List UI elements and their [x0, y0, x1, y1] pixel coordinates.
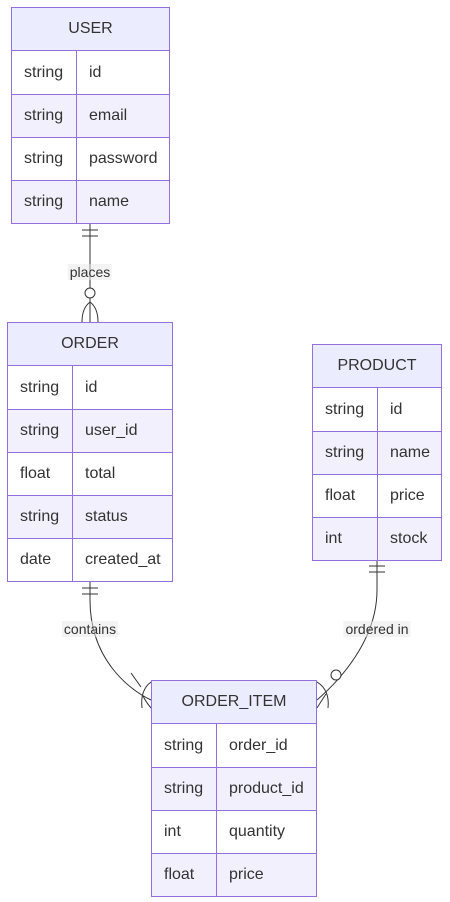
cardinality-zero-marker — [84, 287, 96, 299]
attribute-row: string status — [8, 495, 172, 538]
relationship-label-places: places — [67, 264, 113, 280]
attribute-row: string id — [12, 51, 169, 94]
attribute-name: order_id — [229, 736, 288, 754]
entity-order: ORDER string id string user_id float tot… — [7, 322, 173, 582]
attribute-name: name — [390, 444, 431, 461]
attribute-name: stock — [390, 530, 428, 547]
cardinality-one-marker — [130, 672, 142, 688]
attribute-type: string — [313, 432, 378, 474]
attribute-type: string — [12, 51, 77, 94]
attribute-row: string id — [313, 388, 441, 431]
entity-product: PRODUCT string id string name float pric… — [312, 344, 442, 561]
edge-ordered-in — [316, 557, 385, 709]
attribute-type: int — [313, 518, 378, 560]
entity-title: USER — [12, 8, 169, 51]
attribute-row: string user_id — [8, 409, 172, 452]
attribute-type: date — [8, 539, 73, 581]
attribute-type: int — [152, 811, 217, 853]
cardinality-many-marker — [81, 301, 99, 323]
attribute-name: name — [89, 193, 130, 210]
attribute-type: float — [313, 475, 378, 517]
attribute-list: string id string name float price int st… — [313, 388, 441, 560]
entity-order-item: ORDER_ITEM string order_id string produc… — [151, 680, 317, 897]
attribute-list: string id string email string password s… — [12, 51, 169, 223]
cardinality-zero-marker — [330, 669, 342, 681]
attribute-name: price — [229, 866, 264, 883]
cardinality-one-marker — [369, 565, 385, 573]
attribute-row: float price — [152, 853, 316, 896]
edge-contains — [82, 579, 152, 709]
attribute-type: string — [8, 410, 73, 452]
attribute-row: string id — [8, 366, 172, 409]
attribute-type: string — [8, 366, 73, 409]
attribute-type: string — [12, 95, 77, 137]
attribute-row: float total — [8, 452, 172, 495]
attribute-type: string — [12, 181, 77, 223]
attribute-list: string order_id string product_id int qu… — [152, 724, 316, 896]
attribute-name: product_id — [229, 780, 304, 797]
attribute-row: string email — [12, 94, 169, 137]
cardinality-one-marker — [82, 587, 98, 595]
attribute-name: total — [85, 465, 116, 482]
attribute-name: id — [89, 63, 102, 81]
attribute-row: string order_id — [152, 724, 316, 767]
attribute-name: status — [85, 508, 128, 525]
attribute-name: password — [89, 150, 158, 167]
relationship-label-ordered-in: ordered in — [343, 621, 411, 637]
attribute-list: string id string user_id float total str… — [8, 366, 172, 581]
attribute-name: price — [390, 487, 425, 504]
attribute-type: string — [8, 496, 73, 538]
entity-user: USER string id string email string passw… — [11, 7, 170, 224]
attribute-row: string name — [12, 180, 169, 223]
attribute-name: id — [85, 378, 98, 396]
attribute-type: string — [313, 388, 378, 431]
attribute-name: user_id — [85, 422, 138, 439]
cardinality-many-marker — [316, 681, 329, 709]
attribute-name: quantity — [229, 823, 286, 840]
attribute-name: created_at — [85, 551, 161, 568]
attribute-row: string product_id — [152, 767, 316, 810]
attribute-row: string name — [313, 431, 441, 474]
attribute-type: float — [152, 854, 217, 896]
attribute-type: string — [12, 138, 77, 180]
attribute-row: int stock — [313, 517, 441, 560]
cardinality-one-marker — [82, 229, 98, 237]
attribute-name: email — [89, 107, 128, 124]
attribute-row: date created_at — [8, 538, 172, 581]
attribute-type: string — [152, 768, 217, 810]
relationship-label-contains: contains — [61, 621, 119, 637]
entity-title: PRODUCT — [313, 345, 441, 388]
attribute-row: string password — [12, 137, 169, 180]
entity-title: ORDER — [8, 323, 172, 366]
attribute-row: float price — [313, 474, 441, 517]
entity-title: ORDER_ITEM — [152, 681, 316, 724]
attribute-name: id — [390, 400, 403, 418]
attribute-type: float — [8, 453, 73, 495]
attribute-type: string — [152, 724, 217, 767]
attribute-row: int quantity — [152, 810, 316, 853]
cardinality-many-marker — [141, 681, 152, 709]
